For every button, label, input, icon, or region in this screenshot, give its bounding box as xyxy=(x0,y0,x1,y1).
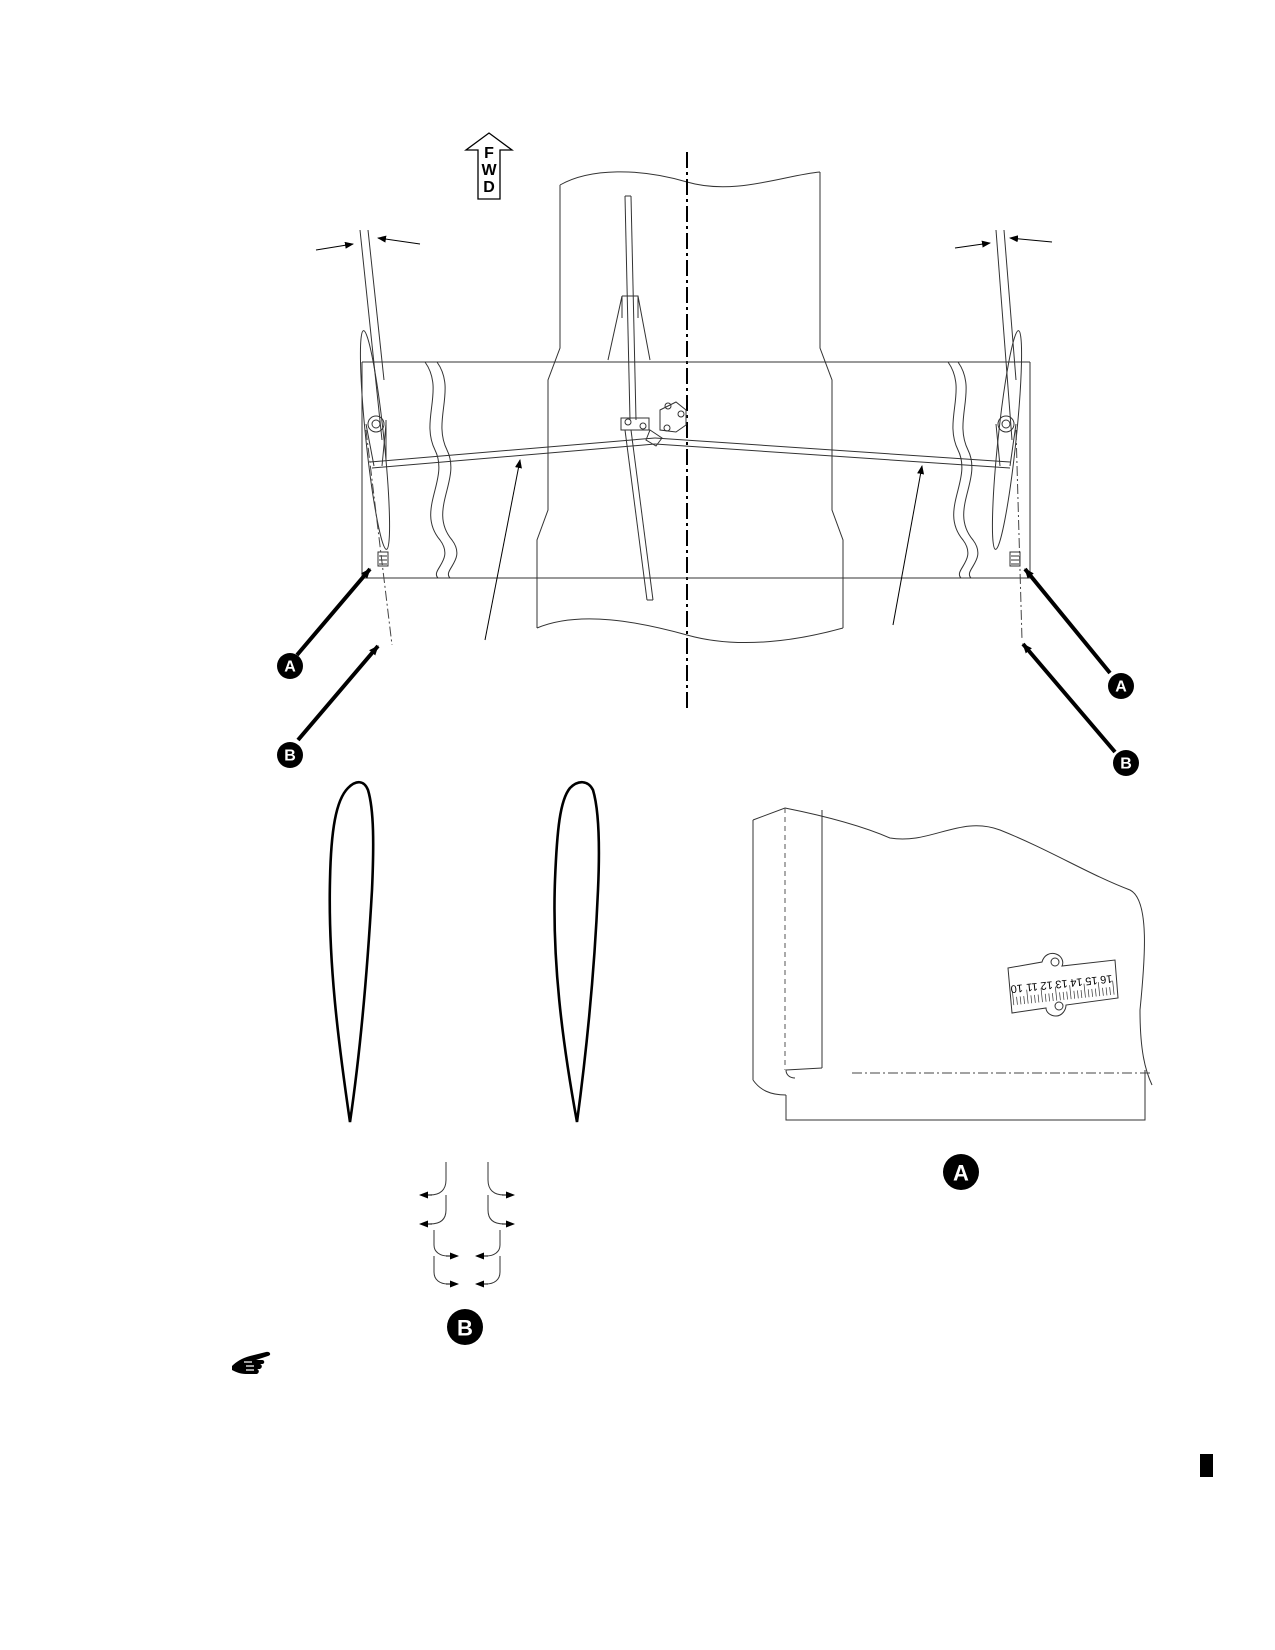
scale-tick xyxy=(1062,991,1065,1000)
scale-tick xyxy=(1109,986,1111,996)
left-trim-tab xyxy=(315,229,421,646)
tab-position-scale: 16 15 14 13 12 11 10 xyxy=(1007,952,1119,1017)
scale-tick xyxy=(1083,983,1086,998)
scale-tick xyxy=(1069,985,1072,1000)
scale-tick xyxy=(1019,996,1022,1005)
leader-left-rod xyxy=(484,459,522,641)
scale-number-16: 16 xyxy=(1100,972,1113,985)
scale-tick xyxy=(1026,989,1029,1004)
callout-a-right: A xyxy=(1108,673,1134,699)
airfoil-section-left xyxy=(328,780,375,1123)
detail-b-bend-arrows xyxy=(419,1162,515,1288)
trim-linkage xyxy=(369,195,1011,601)
scale-tick xyxy=(1016,996,1018,1005)
scale-tick xyxy=(1112,980,1115,995)
scale-number-13: 13 xyxy=(1055,977,1068,990)
scale-number-14: 14 xyxy=(1070,975,1083,988)
svg-text:B: B xyxy=(1120,756,1132,773)
scale-tick xyxy=(1095,988,1097,997)
callout-b-right-leader xyxy=(1021,642,1117,754)
detail-a-view: 16 15 14 13 12 11 10 xyxy=(752,807,1153,1121)
svg-text:B: B xyxy=(457,1316,473,1341)
scale-tick xyxy=(1034,994,1036,1003)
svg-text:A: A xyxy=(284,659,296,676)
scale-tick xyxy=(1073,990,1076,999)
scale-tick xyxy=(1044,993,1047,1002)
callout-a-right-leader xyxy=(1023,567,1112,675)
fwd-letter-f: F xyxy=(484,145,494,162)
callout-b-right: B xyxy=(1113,750,1139,776)
scale-tick xyxy=(1077,990,1079,999)
callout-b-left: B xyxy=(277,742,303,768)
scale-number-15: 15 xyxy=(1085,974,1098,987)
scale-tick xyxy=(1040,988,1043,1003)
scale-tick xyxy=(1080,990,1083,999)
scale-tick xyxy=(1030,995,1033,1004)
horizontal-stabilizer xyxy=(361,361,1031,579)
scale-tick xyxy=(1105,987,1108,996)
scale-tick xyxy=(1052,993,1054,1002)
scale-tick xyxy=(1059,992,1061,1001)
svg-text:A: A xyxy=(1115,679,1127,696)
scale-number-12: 12 xyxy=(1040,978,1053,991)
scale-tick xyxy=(1091,988,1093,997)
scale-tick xyxy=(1037,994,1040,1003)
callout-b-left-leader xyxy=(296,644,380,742)
leader-right-rod xyxy=(892,465,925,626)
change-bar-icon xyxy=(1200,1454,1213,1477)
svg-text:A: A xyxy=(953,1161,969,1186)
fwd-letter-w: W xyxy=(481,162,497,179)
detail-a-label: A xyxy=(943,1154,979,1190)
callout-a-left-leader xyxy=(295,567,372,657)
scale-tick xyxy=(1066,991,1068,1000)
pointing-hand-icon xyxy=(232,1351,271,1374)
fuselage xyxy=(536,171,844,644)
scale-number-11: 11 xyxy=(1026,980,1039,993)
callout-a-left: A xyxy=(277,653,303,679)
scale-number-10: 10 xyxy=(1010,981,1023,994)
scale-tick xyxy=(1102,987,1104,996)
right-trim-tab xyxy=(954,229,1053,641)
fwd-letter-d: D xyxy=(483,179,495,196)
airfoil-section-right xyxy=(553,780,601,1123)
scale-tick xyxy=(1097,982,1101,997)
scale-tick xyxy=(1012,991,1015,1006)
scale-tick xyxy=(1087,989,1090,998)
scale-tick xyxy=(1054,986,1058,1001)
scale-tick xyxy=(1023,996,1025,1005)
scale-tick xyxy=(1048,993,1050,1002)
detail-b-label: B xyxy=(447,1309,483,1345)
fwd-arrow-indicator: F W D xyxy=(464,132,514,200)
svg-text:B: B xyxy=(284,748,296,765)
